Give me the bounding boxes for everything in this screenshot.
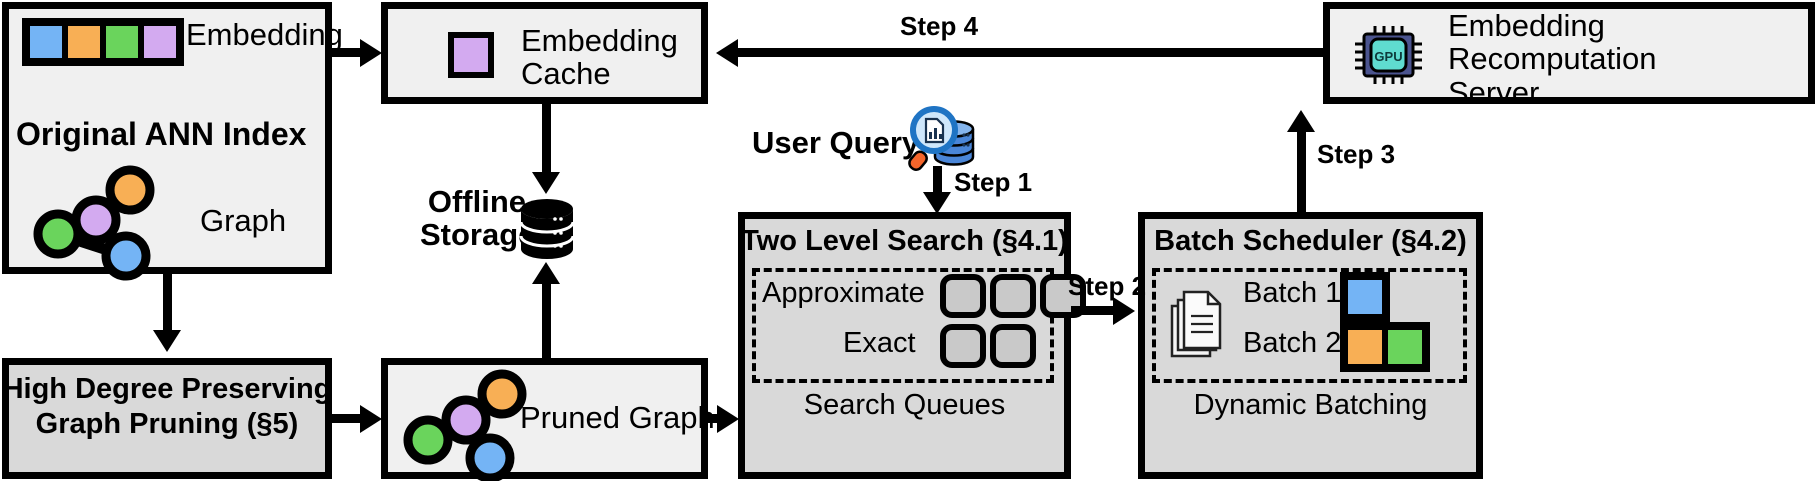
graph-label: Graph <box>200 203 287 238</box>
offline-storage-label: Offline Storage <box>420 184 536 253</box>
embedding-cell-blue <box>27 23 65 61</box>
connector-step4 <box>738 48 1323 57</box>
batch-item-blue <box>1345 277 1385 317</box>
connector-step3 <box>1297 130 1306 214</box>
arrowhead-pruned-to-storage <box>532 262 560 284</box>
step-4-label: Step 4 <box>900 11 979 41</box>
embedding-cache-box <box>381 2 708 104</box>
user-query-label: User Query <box>752 125 920 160</box>
high-degree-pruning-box <box>2 358 332 479</box>
gpu-icon: GPU <box>1355 26 1422 84</box>
search-queues-dashed-region <box>752 268 1054 383</box>
batch-1-label: Batch 1 <box>1243 277 1342 309</box>
queue-slot <box>990 324 1036 368</box>
two-level-search-title: Two Level Search (§4.1) <box>741 225 1068 257</box>
query-search-database-icon <box>908 106 975 171</box>
queue-slot <box>990 274 1036 318</box>
arrowhead-step1 <box>923 192 951 214</box>
pruned-graph-icon <box>403 369 527 481</box>
connector-pruned-to-storage <box>542 282 551 360</box>
embedding-cache-swatch-icon <box>448 32 494 78</box>
high-degree-pruning-title: High Degree Preserving Graph Pruning (§5… <box>2 373 332 441</box>
connector-pruning-to-pruned <box>332 414 362 423</box>
search-queues-footer: Search Queues <box>803 389 1006 421</box>
arrowhead-ann-to-cache <box>360 39 382 67</box>
step-1-label: Step 1 <box>954 167 1033 197</box>
embedding-recomputation-server-title: Embedding Recomputation Server <box>1448 8 1657 110</box>
arrowhead-pruning-to-pruned <box>360 405 382 433</box>
original-ann-index-title: Original ANN Index <box>16 116 307 152</box>
embedding-cell-orange <box>65 23 103 61</box>
batch-2-label: Batch 2 <box>1243 327 1342 359</box>
connector-ann-to-pruning <box>163 274 172 332</box>
queue-slot <box>940 274 986 318</box>
documents-stack-icon <box>1170 290 1222 358</box>
arrowhead-cache-to-storage <box>532 172 560 194</box>
arrowhead-ann-to-pruning <box>153 330 181 352</box>
batch-scheduler-title: Batch Scheduler (§4.2) <box>1154 225 1467 257</box>
queue-slot <box>940 324 986 368</box>
approximate-queue-slots <box>940 274 1086 318</box>
batch-item-green <box>1385 327 1425 367</box>
embedding-vector-swatch <box>22 18 184 66</box>
arrowhead-step2 <box>1113 297 1135 325</box>
embedding-label: Embedding <box>186 17 343 52</box>
arrowhead-step4 <box>716 39 738 67</box>
step-2-label: Step 2 <box>1068 271 1147 301</box>
embedding-cache-title: Embedding Cache <box>521 23 678 92</box>
dynamic-batching-footer: Dynamic Batching <box>1193 389 1428 421</box>
queue-slot <box>1040 274 1086 318</box>
connector-step1 <box>933 166 942 194</box>
embedding-cell-purple <box>141 23 179 61</box>
dynamic-batching-dashed-region <box>1152 268 1467 383</box>
batch-2-items <box>1340 322 1430 372</box>
step-3-label: Step 3 <box>1317 139 1396 169</box>
pruned-graph-title: Pruned Graph <box>520 400 715 436</box>
connector-step2 <box>1071 306 1115 315</box>
connector-cache-to-storage <box>542 104 551 174</box>
svg-text:GPU: GPU <box>1374 49 1402 64</box>
connector-pruned-to-search <box>708 414 720 423</box>
arrowhead-step3 <box>1287 110 1315 132</box>
connector-ann-to-cache <box>332 48 362 57</box>
arrowhead-pruned-to-search <box>717 405 739 433</box>
batch-item-orange <box>1345 327 1385 367</box>
batch-1-items <box>1340 272 1390 322</box>
original-ann-index-graph-icon <box>33 165 155 281</box>
exact-queue-slots <box>940 324 1036 368</box>
embedding-cell-green <box>103 23 141 61</box>
exact-row-label: Exact <box>843 327 916 359</box>
approximate-row-label: Approximate <box>762 277 925 309</box>
database-cylinder-icon <box>519 199 575 259</box>
